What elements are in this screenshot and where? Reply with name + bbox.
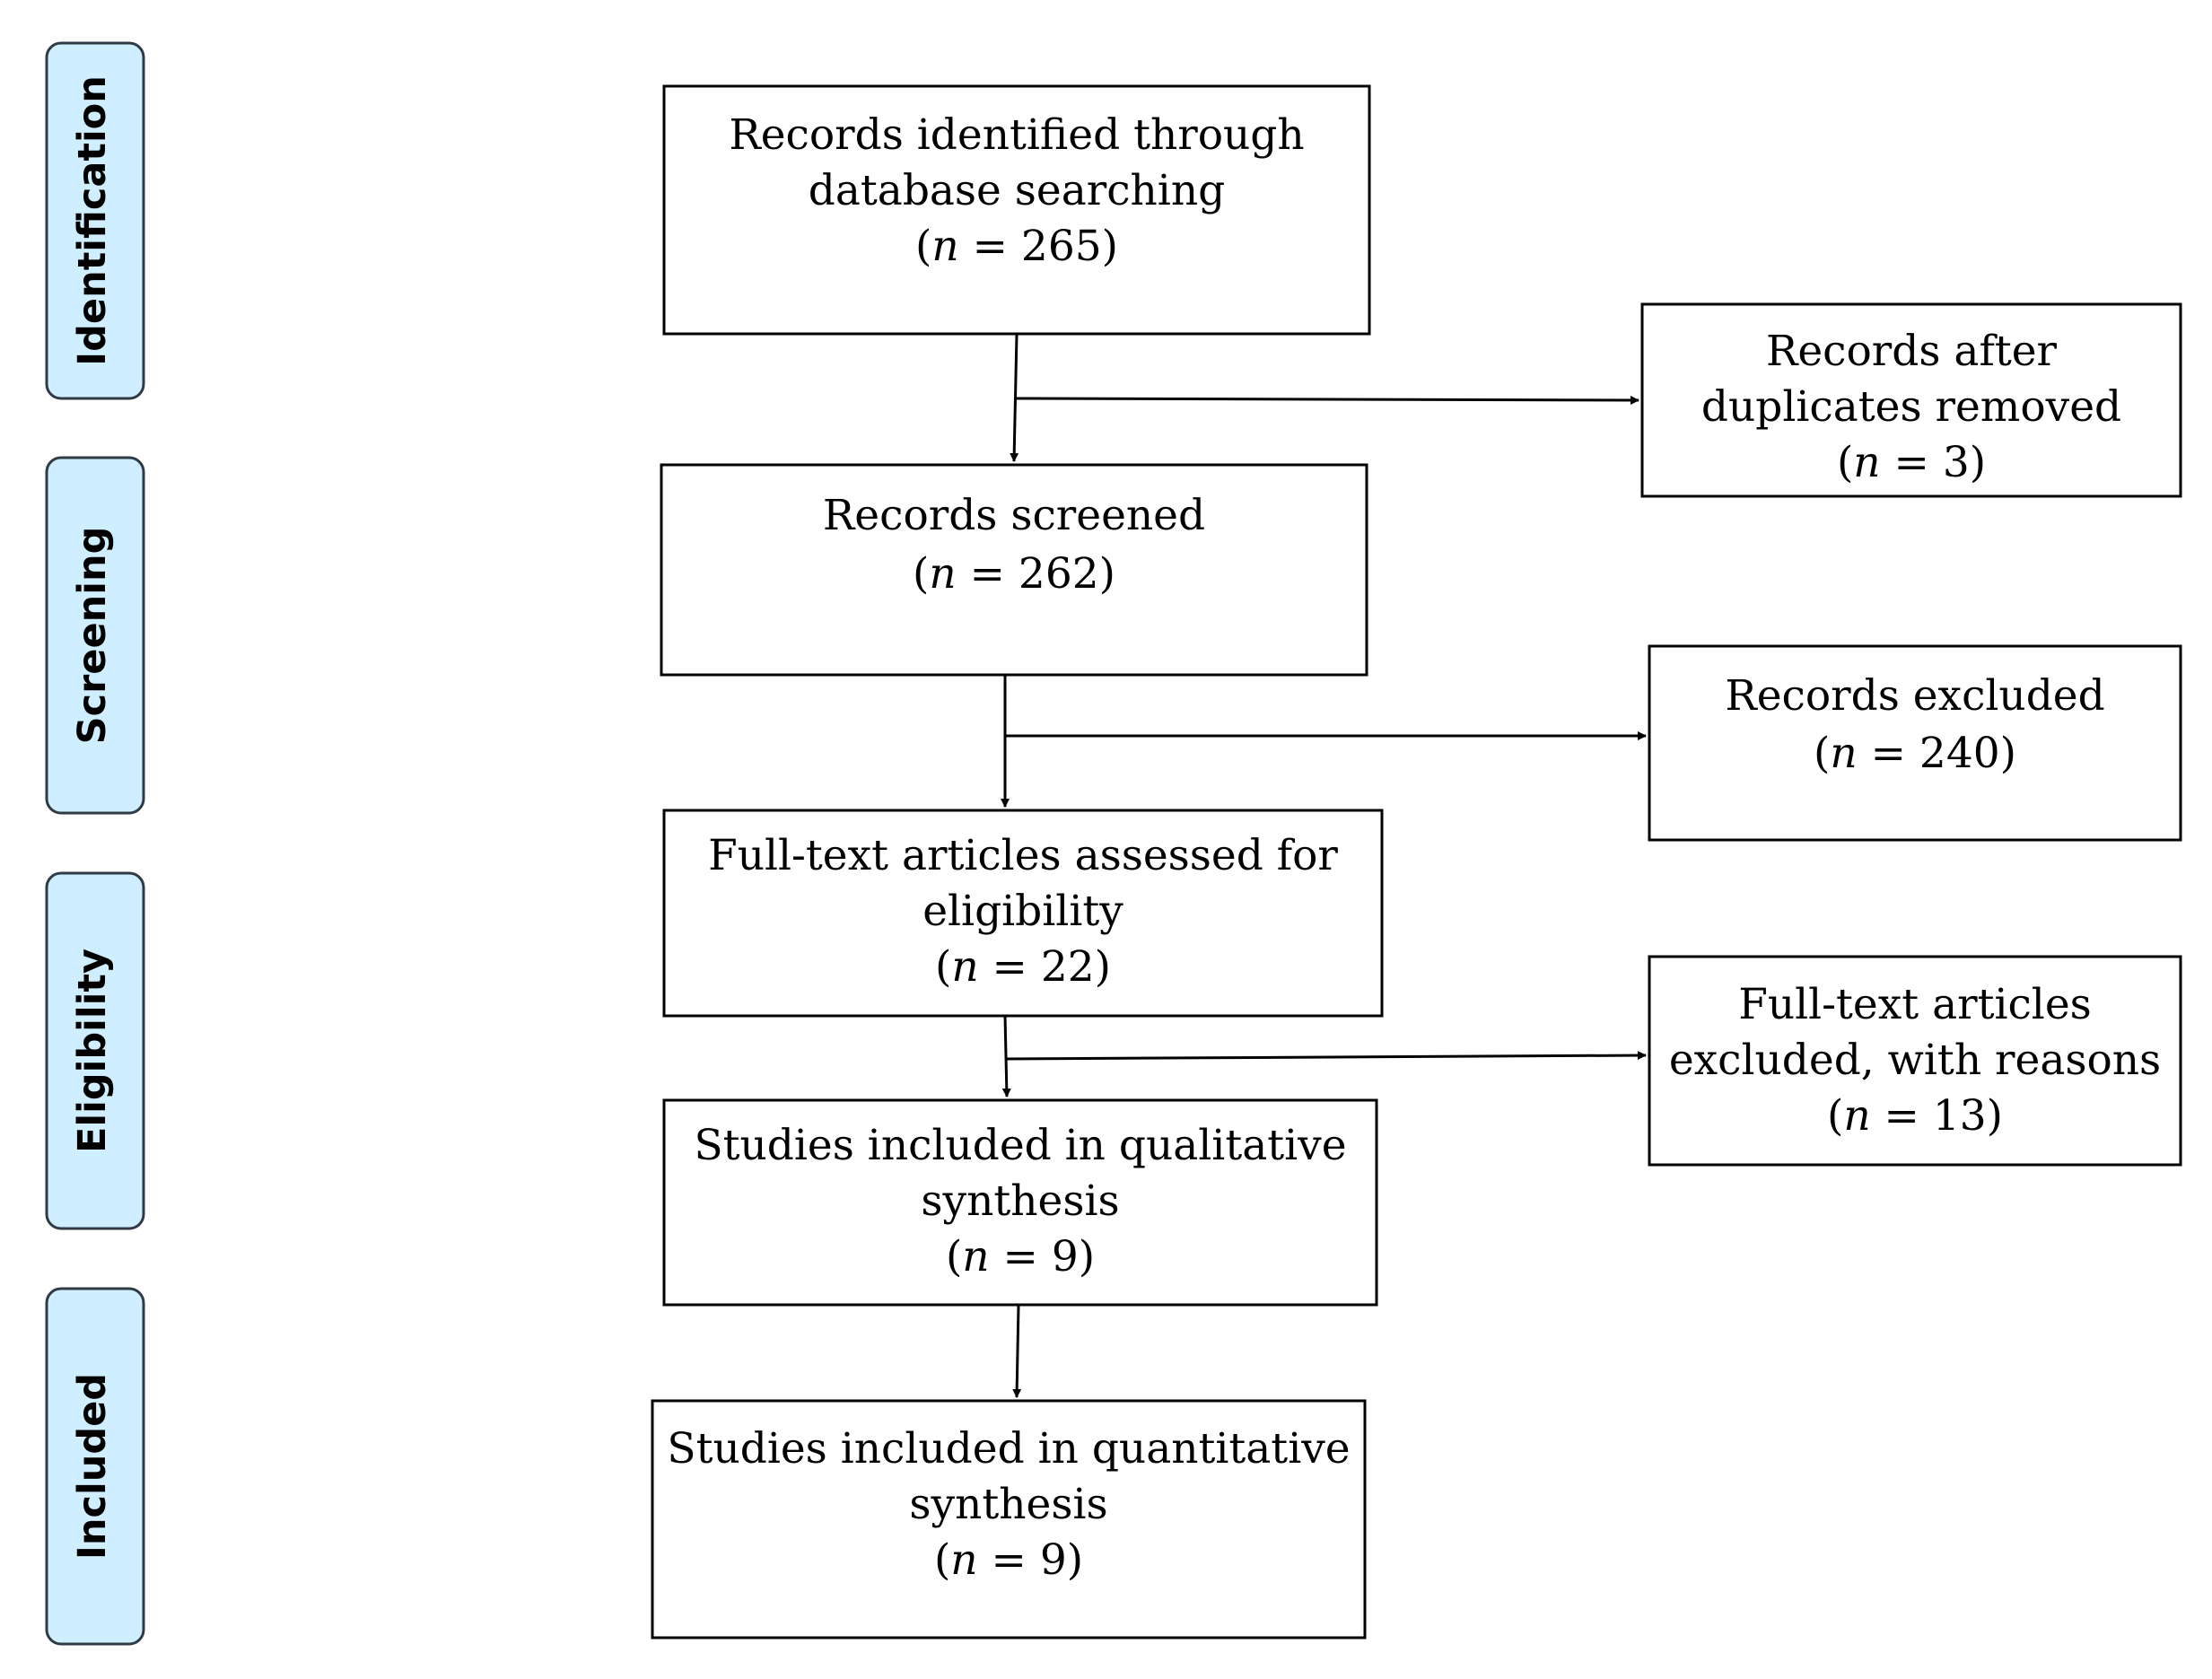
arrow-qualitative-to-quantitative — [1012, 1304, 1022, 1398]
arrow-to-duplicates — [1015, 395, 1639, 405]
box-fulltext-assessed-line1: Full-text articles assessed for — [708, 831, 1338, 880]
phase-identification: Identification — [45, 41, 145, 400]
box-fulltext-excluded-count: (n = 13) — [1827, 1091, 2003, 1141]
phase-screening-label: Screening — [70, 527, 115, 745]
box-records-identified-line1: Records identified through — [729, 110, 1304, 160]
box-fulltext-excluded-line1: Full-text articles — [1738, 980, 2092, 1029]
arrow-to-fulltext-excluded — [1004, 1051, 1647, 1061]
arrow-fulltext-to-qualitative — [1001, 1015, 1011, 1097]
box-records-excluded-line1: Records excluded — [1725, 671, 2104, 721]
box-fulltext-excluded-line2: excluded, with reasons — [1669, 1036, 2161, 1085]
box-records-excluded: Records excluded (n = 240) — [1648, 644, 2182, 842]
box-duplicates-removed-line1: Records after — [1766, 327, 2058, 376]
box-qualitative-synthesis-count: (n = 9) — [946, 1232, 1095, 1281]
phase-included: Included — [45, 1287, 145, 1646]
box-records-screened-line1: Records screened — [823, 491, 1205, 540]
box-duplicates-removed-line2: duplicates removed — [1701, 382, 2121, 432]
box-records-excluded-count: (n = 240) — [1814, 729, 2016, 778]
box-records-screened: Records screened (n = 262) — [660, 463, 1368, 677]
phase-eligibility: Eligibility — [45, 871, 145, 1230]
connectors — [1001, 333, 1647, 1398]
box-fulltext-assessed-line2: eligibility — [922, 887, 1123, 936]
phase-eligibility-label: Eligibility — [70, 949, 115, 1153]
arrow-identified-to-screened — [1010, 333, 1019, 462]
box-quantitative-synthesis: Studies included in quantitative synthes… — [651, 1399, 1367, 1640]
phase-identification-label: Identification — [70, 75, 115, 366]
box-fulltext-excluded: Full-text articles excluded, with reason… — [1648, 955, 2182, 1167]
box-quantitative-synthesis-count: (n = 9) — [934, 1535, 1083, 1585]
box-records-identified: Records identified through database sear… — [662, 84, 1371, 336]
box-qualitative-synthesis: Studies included in qualitative synthesi… — [662, 1098, 1378, 1307]
box-duplicates-removed: Records after duplicates removed (n = 3) — [1640, 302, 2182, 498]
box-fulltext-assessed: Full-text articles assessed for eligibil… — [662, 809, 1384, 1018]
box-records-identified-count: (n = 265) — [915, 222, 1118, 271]
box-records-identified-line2: database searching — [809, 166, 1225, 215]
box-qualitative-synthesis-line1: Studies included in qualitative — [694, 1121, 1346, 1170]
box-duplicates-removed-count: (n = 3) — [1837, 438, 1986, 487]
box-quantitative-synthesis-line2: synthesis — [909, 1480, 1107, 1529]
box-fulltext-assessed-count: (n = 22) — [935, 942, 1111, 992]
box-records-screened-count: (n = 262) — [913, 549, 1115, 599]
box-qualitative-synthesis-line2: synthesis — [921, 1176, 1119, 1226]
phase-included-label: Included — [70, 1373, 115, 1560]
box-quantitative-synthesis-line1: Studies included in quantitative — [667, 1424, 1350, 1473]
phase-screening: Screening — [45, 456, 145, 815]
